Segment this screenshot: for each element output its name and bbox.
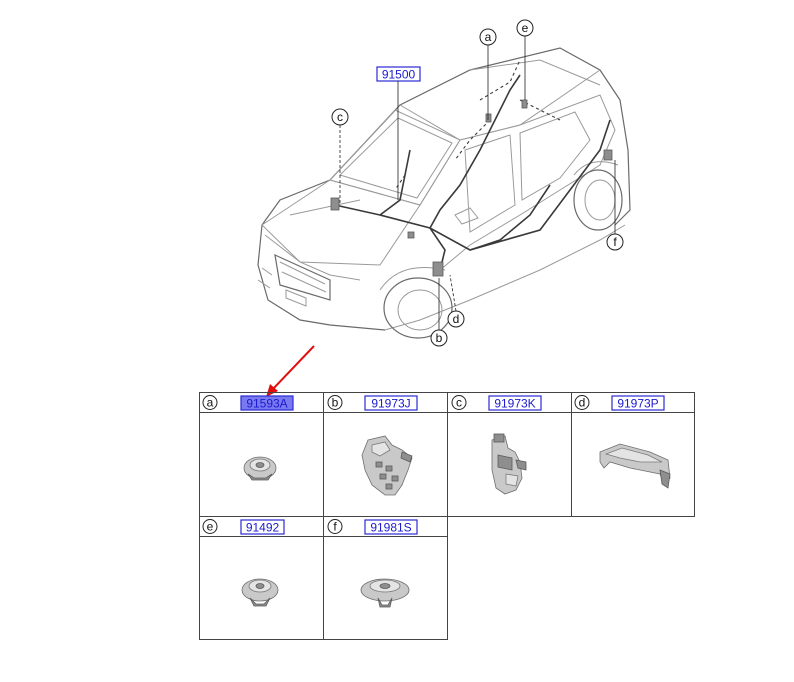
part-cell-e[interactable]: e 91492 bbox=[202, 519, 285, 607]
callout-letter: a bbox=[485, 30, 492, 44]
callout-letter: b bbox=[436, 331, 443, 345]
callout-b[interactable]: b bbox=[430, 329, 448, 347]
part-code: 91981S bbox=[370, 521, 411, 535]
part-letter: b bbox=[332, 396, 339, 410]
clip-icon bbox=[491, 433, 527, 495]
part-letter: a bbox=[207, 396, 214, 410]
grommet-icon bbox=[241, 578, 279, 607]
part-code: 91973J bbox=[371, 397, 410, 411]
callout-e[interactable]: e bbox=[516, 19, 534, 37]
connector-bracket-icon bbox=[361, 435, 413, 496]
callout-f[interactable]: f bbox=[606, 233, 624, 251]
part-letter: f bbox=[333, 520, 337, 534]
part-code-highlight bbox=[240, 395, 294, 411]
callout-letter: d bbox=[453, 312, 460, 326]
callout-letter: e bbox=[522, 21, 529, 35]
grommet-icon bbox=[243, 456, 277, 481]
red-arrow-icon bbox=[266, 345, 315, 397]
part-cell-f[interactable]: f 91981S bbox=[327, 519, 418, 608]
part-code: 91593A bbox=[246, 397, 287, 411]
grommet-icon bbox=[360, 578, 410, 608]
callout-c[interactable]: c bbox=[331, 108, 349, 126]
main-assembly-code: 91500 bbox=[382, 68, 416, 82]
vehicle-illustration bbox=[257, 47, 631, 339]
protector-icon bbox=[599, 443, 671, 489]
callout-a[interactable]: a bbox=[479, 28, 497, 46]
part-code: 91973K bbox=[494, 397, 535, 411]
callout-letter: c bbox=[337, 110, 343, 124]
part-letter: c bbox=[456, 396, 462, 410]
callout-d[interactable]: d bbox=[447, 310, 465, 328]
callout-letter: f bbox=[613, 235, 617, 249]
part-cell-c[interactable]: c 91973K bbox=[451, 395, 542, 495]
part-cell-b[interactable]: b 91973J bbox=[327, 395, 418, 496]
part-cell-d[interactable]: d 91973P bbox=[574, 395, 671, 489]
part-letter: e bbox=[207, 520, 214, 534]
part-letter: d bbox=[579, 396, 586, 410]
parts-table bbox=[199, 392, 695, 640]
part-cell-a[interactable]: a 91593A bbox=[202, 395, 294, 481]
part-code: 91492 bbox=[246, 521, 280, 535]
main-assembly-label[interactable]: 91500 bbox=[376, 66, 421, 82]
part-code: 91973P bbox=[617, 397, 658, 411]
